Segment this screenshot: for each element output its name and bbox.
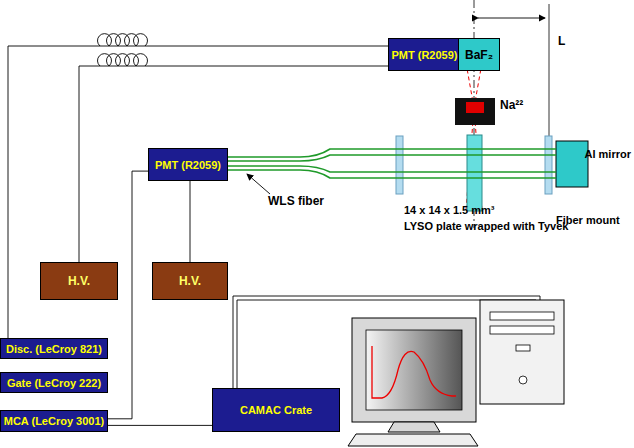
node-text: BaF₂ — [465, 48, 493, 62]
source-label: Na²² — [500, 98, 523, 112]
node-text: MCA (LeCroy 3001) — [4, 415, 104, 427]
part-label: WLS fiber — [268, 194, 324, 208]
hv-supply: H.V. — [152, 262, 228, 300]
crate-box: CAMAC Crate — [212, 388, 340, 432]
part-label: LYSO plate wrapped with Tyvek — [404, 220, 568, 232]
node-text: H.V. — [179, 274, 201, 288]
node-text: H.V. — [68, 274, 90, 288]
cable — [190, 181, 191, 262]
hv-supply: H.V. — [40, 262, 118, 300]
pmt-box: PMT (R2059) — [148, 148, 228, 181]
cable — [79, 66, 388, 262]
cable — [8, 46, 388, 338]
dimension-label: 14 x 14 x 1.5 mm³ — [404, 204, 495, 216]
module-box: Gate (LeCroy 222) — [0, 372, 108, 393]
cable — [108, 425, 212, 426]
scintillator-crystal: BaF₂ — [458, 38, 500, 71]
part-label: Fiber mount — [556, 214, 620, 226]
node-text: PMT (R2059) — [391, 49, 457, 61]
node-text: Disc. (LeCroy 821) — [6, 343, 102, 355]
node-text: PMT (R2059) — [155, 159, 221, 171]
node-text: Gate (LeCroy 222) — [7, 377, 101, 389]
module-box: Disc. (LeCroy 821) — [0, 338, 108, 359]
dimension-label: L — [558, 34, 565, 48]
part-label: Al mirror — [585, 148, 631, 160]
pmt-box: PMT (R2059) — [388, 38, 461, 71]
module-box: MCA (LeCroy 3001) — [0, 410, 108, 432]
node-text: CAMAC Crate — [240, 404, 312, 416]
